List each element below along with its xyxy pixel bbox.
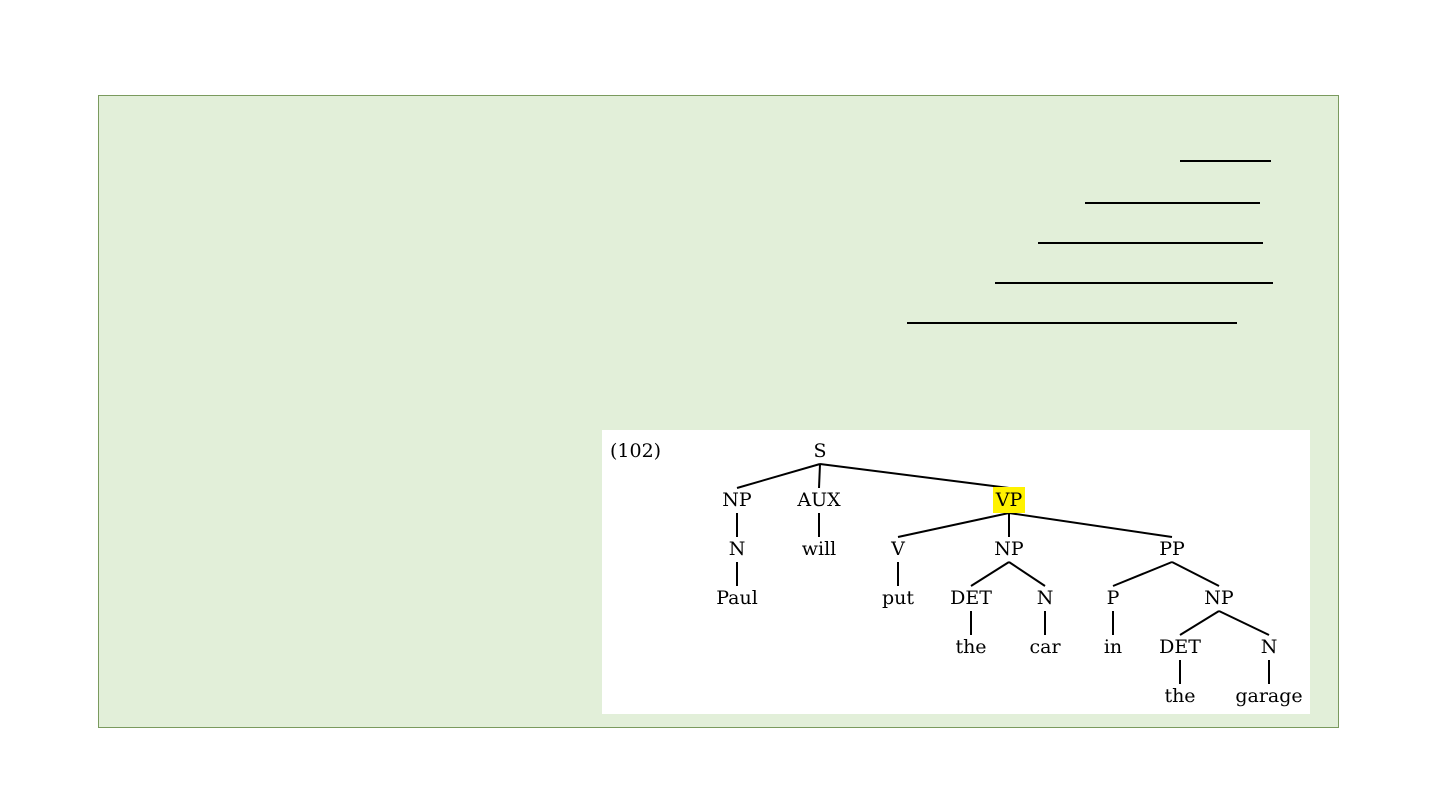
tree-node-garage: garage (1235, 685, 1302, 707)
blank-line (995, 282, 1273, 284)
tree-edge (1112, 561, 1173, 587)
tree-edge (1179, 610, 1220, 636)
tree-edge (1218, 610, 1270, 636)
tree-edge (819, 463, 1010, 489)
tree-node-np3: NP (1204, 587, 1234, 609)
tree-node-put: put (882, 587, 914, 609)
tree-node-the2: the (1164, 685, 1195, 707)
tree-node-np1: NP (722, 489, 752, 511)
tree-edge (818, 463, 821, 489)
tree-node-v: V (890, 538, 905, 560)
tree-node-aux: AUX (796, 489, 841, 511)
tree-edge (1171, 561, 1220, 587)
tree-node-n3: N (1261, 636, 1278, 658)
tree-node-det2: DET (1159, 636, 1201, 658)
blank-line (907, 322, 1237, 324)
tree-edge (1008, 561, 1046, 587)
tree-node-np2: NP (994, 538, 1024, 560)
tree-node-n1: N (729, 538, 746, 560)
blank-line (1085, 202, 1260, 204)
tree-edge (1008, 512, 1173, 538)
tree-node-p: P (1107, 587, 1120, 609)
tree-node-det1: DET (950, 587, 992, 609)
tree-edge (736, 463, 821, 489)
tree-edge (897, 512, 1010, 538)
example-number: (102) (610, 440, 661, 462)
tree-node-n2: N (1037, 587, 1054, 609)
tree-node-car: car (1029, 636, 1061, 658)
node-highlight (993, 487, 1025, 513)
tree-node-paul: Paul (716, 587, 758, 609)
tree-node-the1: the (955, 636, 986, 658)
tree-node-in: in (1104, 636, 1122, 658)
tree-node-pp: PP (1159, 538, 1185, 560)
tree-node-will: will (802, 538, 837, 560)
tree-node-s: S (813, 440, 826, 462)
blank-line (1180, 160, 1271, 162)
tree-node-vp: VP (995, 489, 1023, 511)
blank-line (1038, 242, 1263, 244)
tree-edge (970, 561, 1010, 587)
